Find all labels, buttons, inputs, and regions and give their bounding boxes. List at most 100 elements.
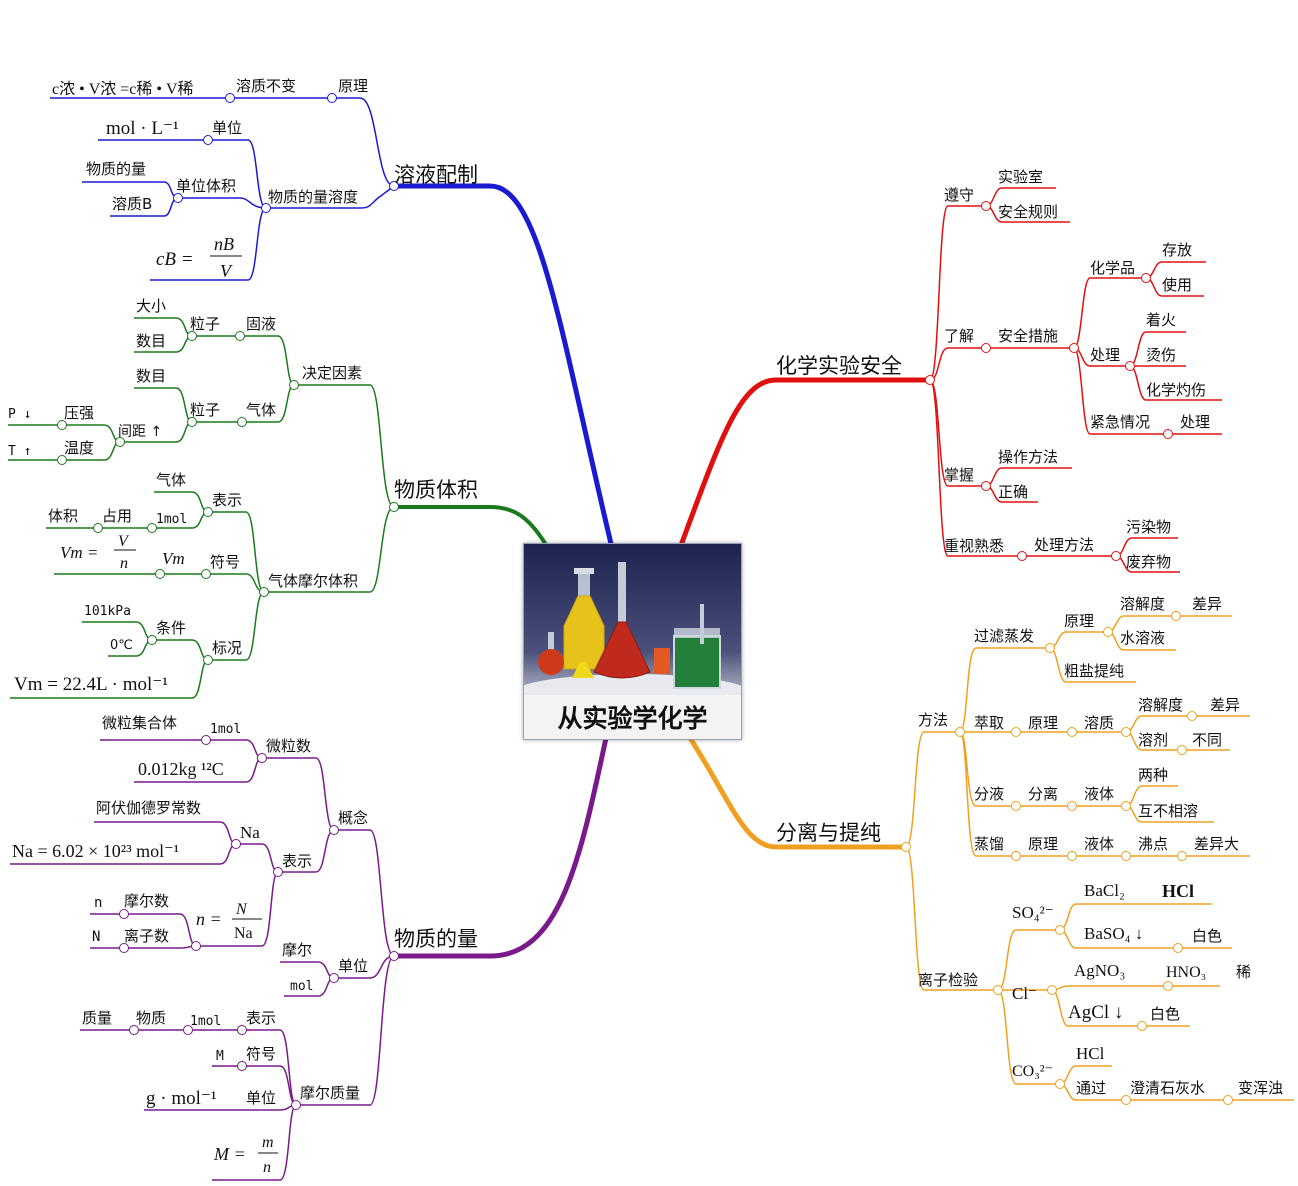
carbon-formula: 0.012kg ¹²C [138,759,224,779]
node-guye: 固液 [246,315,276,333]
node-zhengliu: 蒸馏 [974,835,1004,853]
node-jinji: 紧急情况 [1090,413,1150,431]
node-small-n: n [94,895,102,911]
node-biaoshi: 表示 [212,491,242,509]
node-baso4: BaSO₄ ↓ [1084,924,1143,943]
orange-nodes [901,611,1233,1105]
node-biaokuang: 标况 [212,639,242,657]
orange-branch [905,615,1294,1101]
node-cuyan: 粗盐提纯 [1064,662,1124,680]
svg-text:Vm =: Vm = [60,543,98,562]
node-mm-danwei: 单位 [246,1089,276,1107]
node-chuli-2: 处理 [1180,413,1210,431]
node-danwei-tiji: 单位体积 [176,177,236,195]
node-weilishu: 微粒数 [266,737,311,755]
node-lizi-2: 粒子 [190,401,220,419]
node-liangzhong: 两种 [1138,766,1168,784]
node-zhaohuo: 着火 [1146,311,1176,329]
node-avogadro: 阿伏伽德罗常数 [96,799,201,817]
node-chayida: 差异大 [1194,835,1239,853]
svg-text:n =: n = [196,909,222,929]
node-na-label: Na [240,823,260,842]
node-shiyong: 使用 [1162,276,1192,294]
node-rongzhi-bubian: 溶质不变 [236,77,296,95]
node-fuhao: 符号 [210,553,240,571]
node-zhengque: 正确 [998,483,1028,501]
node-jueding: 决定因素 [302,364,362,382]
red-main-branch [677,377,930,549]
node-shuirongye: 水溶液 [1120,629,1165,647]
node-fangfa: 方法 [918,711,948,729]
blue-main-branch [394,183,615,549]
center-topic: 从实验学化学 [523,543,742,740]
node-anquan-cuoshi: 安全措施 [998,327,1058,345]
dilution-formula: c浓 • V浓 =c稀 • V稀 [52,80,194,98]
node-wuranwu: 污染物 [1126,518,1171,536]
g-mol-formula: g · mol⁻¹ [146,1088,217,1109]
node-wuzhi-nongdu: 物质的量溶度 [268,188,358,206]
node-baise-1: 白色 [1192,927,1222,945]
node-p-biaoshi: 表示 [282,852,312,870]
unit-formula: mol · L⁻¹ [106,118,179,139]
node-fenli: 分离 [1028,785,1058,803]
svg-text:Na: Na [234,925,253,942]
node-lizishu: 离子数 [124,927,169,945]
node-hno3: HNO₃ [1166,964,1206,981]
svg-text:N: N [235,901,248,918]
node-tiaojian: 条件 [156,619,186,637]
node-yeti-1: 液体 [1084,785,1114,803]
node-bianhunzhuo: 变浑浊 [1238,1079,1283,1097]
node-mol: mol [290,979,313,994]
node-zhongshi: 重视熟悉 [944,537,1004,555]
lab-glassware-picture [524,562,741,695]
node-rongjiedu-2: 溶解度 [1138,696,1183,714]
blue-nodes [173,93,399,213]
node-caozuo: 操作方法 [998,448,1058,466]
node-qiti-1: 气体 [246,401,276,419]
node-rongjiedu-1: 溶解度 [1120,595,1165,613]
vm-formula: Vm = V n [60,533,136,572]
ion-co3: CO₃²⁻ [1012,1063,1053,1080]
ion-cl: Cl⁻ [1012,984,1037,1003]
node-agno3: AgNO₃ [1074,961,1125,980]
node-mm-onemol: 1mol [190,1014,221,1029]
node-kpa: 101kPa [84,604,131,619]
node-yaqiang: 压强 [64,404,94,422]
node-chuli: 处理 [1090,346,1120,364]
svg-text:M =: M = [213,1144,246,1164]
node-fenye: 分液 [974,785,1004,803]
svg-text:n: n [120,555,128,572]
purple-main-branch [394,737,609,959]
svg-text:cB =: cB = [156,249,194,270]
node-jianyan: 离子检验 [918,971,978,989]
vm-symbol: Vm [162,549,185,568]
node-xi: 稀 [1236,963,1251,981]
node-feidian: 沸点 [1138,835,1168,853]
node-baise-2: 白色 [1150,1005,1180,1023]
n-formula: n = N Na [196,901,262,942]
node-hubu: 互不相溶 [1138,802,1198,820]
node-chuli-fangfa: 处理方法 [1034,536,1094,554]
node-jianju: 间距 ↑ [118,424,162,440]
node-onemol: 1mol [156,512,187,527]
purple-nodes [119,735,399,1110]
node-p-down: P ↓ [8,407,31,422]
node-rongji: 溶剂 [1138,731,1168,749]
node-yuanli-2: 原理 [1028,714,1058,732]
vm-value: Vm = 22.4L · mol⁻¹ [14,674,168,695]
svg-text:V: V [118,533,130,550]
node-mm-fuhao: 符号 [246,1045,276,1063]
node-feiqiwu: 废弃物 [1126,553,1171,571]
node-wuzhi-de-liang: 物质的量 [86,160,146,178]
node-m-sym: M [216,1049,224,1064]
na-value: Na = 6.02 × 10²³ mol⁻¹ [12,841,179,861]
green-nodes [57,331,399,665]
node-shumu-2: 数目 [136,367,166,385]
node-zero-c: 0℃ [110,638,133,653]
node-qiti-2: 气体 [156,471,186,489]
node-butong: 不同 [1192,731,1222,749]
node-moer: 摩尔 [282,941,312,959]
center-title: 从实验学化学 [524,695,741,739]
green-main-branch [394,505,550,550]
